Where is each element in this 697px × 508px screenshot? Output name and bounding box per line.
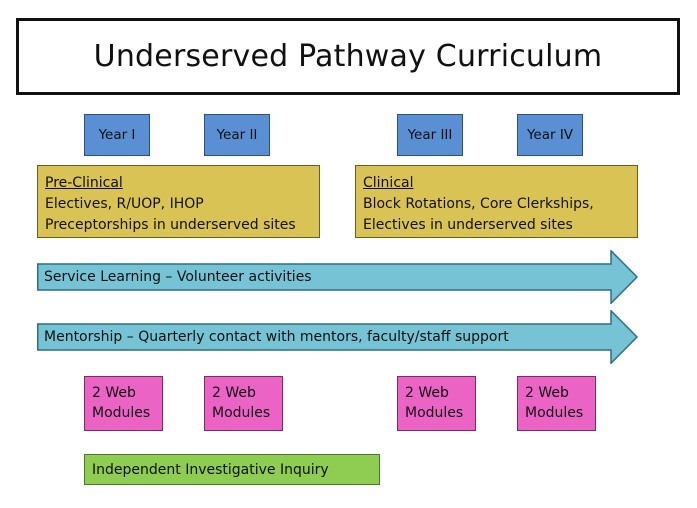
module-line: 2 Web <box>92 385 136 401</box>
year-1-box: Year I <box>84 114 150 156</box>
service-learning-arrow: Service Learning – Volunteer activities <box>37 250 638 304</box>
module-line: 2 Web <box>405 385 449 401</box>
clinical-line: Electives in underserved sites <box>363 217 573 233</box>
mentorship-label: Mentorship – Quarterly contact with ment… <box>44 329 509 345</box>
service-learning-label: Service Learning – Volunteer activities <box>44 269 312 285</box>
arrow-shape <box>37 250 638 304</box>
preclinical-line: Preceptorships in underserved sites <box>45 217 296 233</box>
independent-inquiry-box: Independent Investigative Inquiry <box>84 454 380 485</box>
year-3-box: Year III <box>397 114 463 156</box>
diagram-title: Underserved Pathway Curriculum <box>93 39 603 74</box>
mentorship-arrow: Mentorship – Quarterly contact with ment… <box>37 310 638 364</box>
web-modules-year-1: 2 Web Modules <box>84 376 163 431</box>
web-modules-year-4: 2 Web Modules <box>517 376 596 431</box>
module-line: Modules <box>92 405 151 421</box>
module-line: 2 Web <box>212 385 256 401</box>
web-modules-year-3: 2 Web Modules <box>397 376 476 431</box>
module-line: Modules <box>405 405 464 421</box>
module-line: 2 Web <box>525 385 569 401</box>
arrow-shape <box>37 310 638 364</box>
year-2-box: Year II <box>204 114 270 156</box>
preclinical-box: Pre-Clinical Electives, R/UOP, IHOP Prec… <box>37 165 320 238</box>
module-line: Modules <box>525 405 584 421</box>
clinical-line: Block Rotations, Core Clerkships, <box>363 196 594 212</box>
web-modules-year-2: 2 Web Modules <box>204 376 283 431</box>
preclinical-line: Electives, R/UOP, IHOP <box>45 196 204 212</box>
year-4-box: Year IV <box>517 114 583 156</box>
clinical-heading: Clinical <box>363 175 414 191</box>
title-box: Underserved Pathway Curriculum <box>16 18 680 95</box>
preclinical-heading: Pre-Clinical <box>45 175 123 191</box>
clinical-box: Clinical Block Rotations, Core Clerkship… <box>355 165 638 238</box>
module-line: Modules <box>212 405 271 421</box>
